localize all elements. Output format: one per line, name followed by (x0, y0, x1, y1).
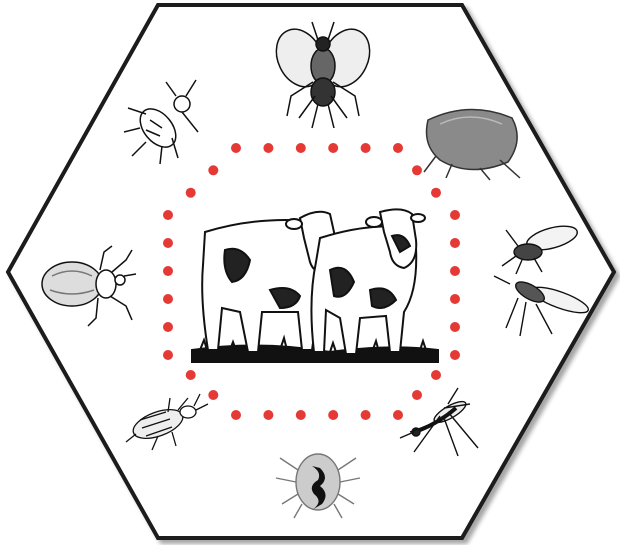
boundary-dot (361, 143, 371, 153)
boundary-dot (263, 410, 273, 420)
boundary-dot (412, 390, 422, 400)
boundary-dot (163, 238, 173, 248)
boundary-dot (186, 188, 196, 198)
boundary-dot (450, 238, 460, 248)
boundary-dot (163, 322, 173, 332)
boundary-dot (163, 350, 173, 360)
boundary-dot (450, 294, 460, 304)
boundary-dot (208, 390, 218, 400)
boundary-dot (393, 410, 403, 420)
boundary-dot (393, 143, 403, 153)
boundary-dot (412, 165, 422, 175)
boundary-dot (328, 410, 338, 420)
boundary-dot (431, 188, 441, 198)
boundary-dot (450, 322, 460, 332)
boundary-dot (163, 210, 173, 220)
boundary-dot (328, 143, 338, 153)
boundary-dot (450, 210, 460, 220)
boundary-dot (163, 266, 173, 276)
boundary-dot (231, 143, 241, 153)
boundary-dot (450, 350, 460, 360)
boundary-dot (163, 294, 173, 304)
boundary-dot (263, 143, 273, 153)
boundary-dot (231, 410, 241, 420)
boundary-dot (431, 370, 441, 380)
boundary-dot (450, 266, 460, 276)
boundary-dot (186, 370, 196, 380)
boundary-dot (208, 165, 218, 175)
boundary-dot (361, 410, 371, 420)
boundary-dot (296, 143, 306, 153)
boundary-dot (296, 410, 306, 420)
